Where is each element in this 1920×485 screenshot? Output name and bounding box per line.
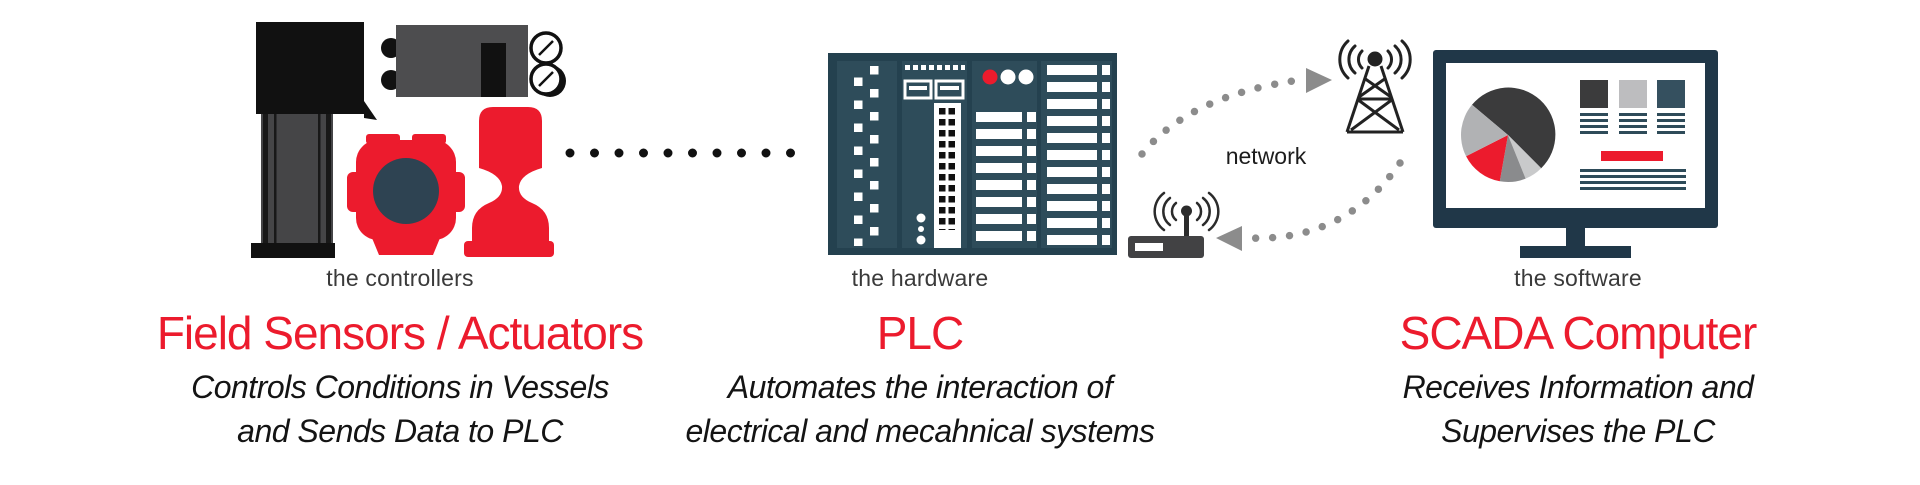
plc-rack-icon xyxy=(828,53,1117,255)
scada-caption: the software xyxy=(1514,265,1642,291)
plc-section: the hardware PLC Automates the interacti… xyxy=(620,266,1220,453)
scada-subtitle: Receives Information and Supervises the … xyxy=(1278,365,1878,453)
scada-subtitle-line2: Supervises the PLC xyxy=(1441,413,1715,449)
scada-title: SCADA Computer xyxy=(1399,307,1758,359)
network-downlink-arrow xyxy=(1216,159,1404,251)
text-lines-graphic xyxy=(1580,169,1686,191)
stat-tiles-graphic xyxy=(1580,80,1685,134)
network-label: network xyxy=(1225,143,1307,169)
plc-subtitle: Automates the interaction of electrical … xyxy=(620,365,1220,453)
plc-caption: the hardware xyxy=(851,265,989,291)
plc-title: PLC xyxy=(876,307,964,359)
scada-subtitle-line1: Receives Information and xyxy=(1402,369,1754,405)
red-bar-graphic xyxy=(1601,151,1663,161)
plc-subtitle-line1: Automates the interaction of xyxy=(727,369,1113,405)
pie-chart-graphic xyxy=(1461,87,1556,183)
network-uplink-arrow xyxy=(1138,68,1332,158)
valve-icon xyxy=(464,107,554,257)
controllers-title: Field Sensors / Actuators xyxy=(156,307,644,359)
scada-monitor-icon xyxy=(1433,50,1718,258)
controllers-subtitle-line2: and Sends Data to PLC xyxy=(237,413,563,449)
wireless-router-icon xyxy=(1128,191,1220,258)
radio-tower-icon xyxy=(1338,39,1412,134)
pressure-instrument-icon xyxy=(381,25,566,97)
transmitter-icon xyxy=(347,134,465,255)
controllers-subtitle: Controls Conditions in Vessels and Sends… xyxy=(100,365,700,453)
controllers-subtitle-line1: Controls Conditions in Vessels xyxy=(191,369,609,405)
pump-icon xyxy=(251,22,377,258)
scada-section: the software SCADA Computer Receives Inf… xyxy=(1278,266,1878,453)
plc-subtitle-line2: electrical and mecahnical systems xyxy=(685,413,1155,449)
controllers-caption: the controllers xyxy=(326,265,474,291)
controllers-section: the controllers Field Sensors / Actuator… xyxy=(100,266,700,453)
